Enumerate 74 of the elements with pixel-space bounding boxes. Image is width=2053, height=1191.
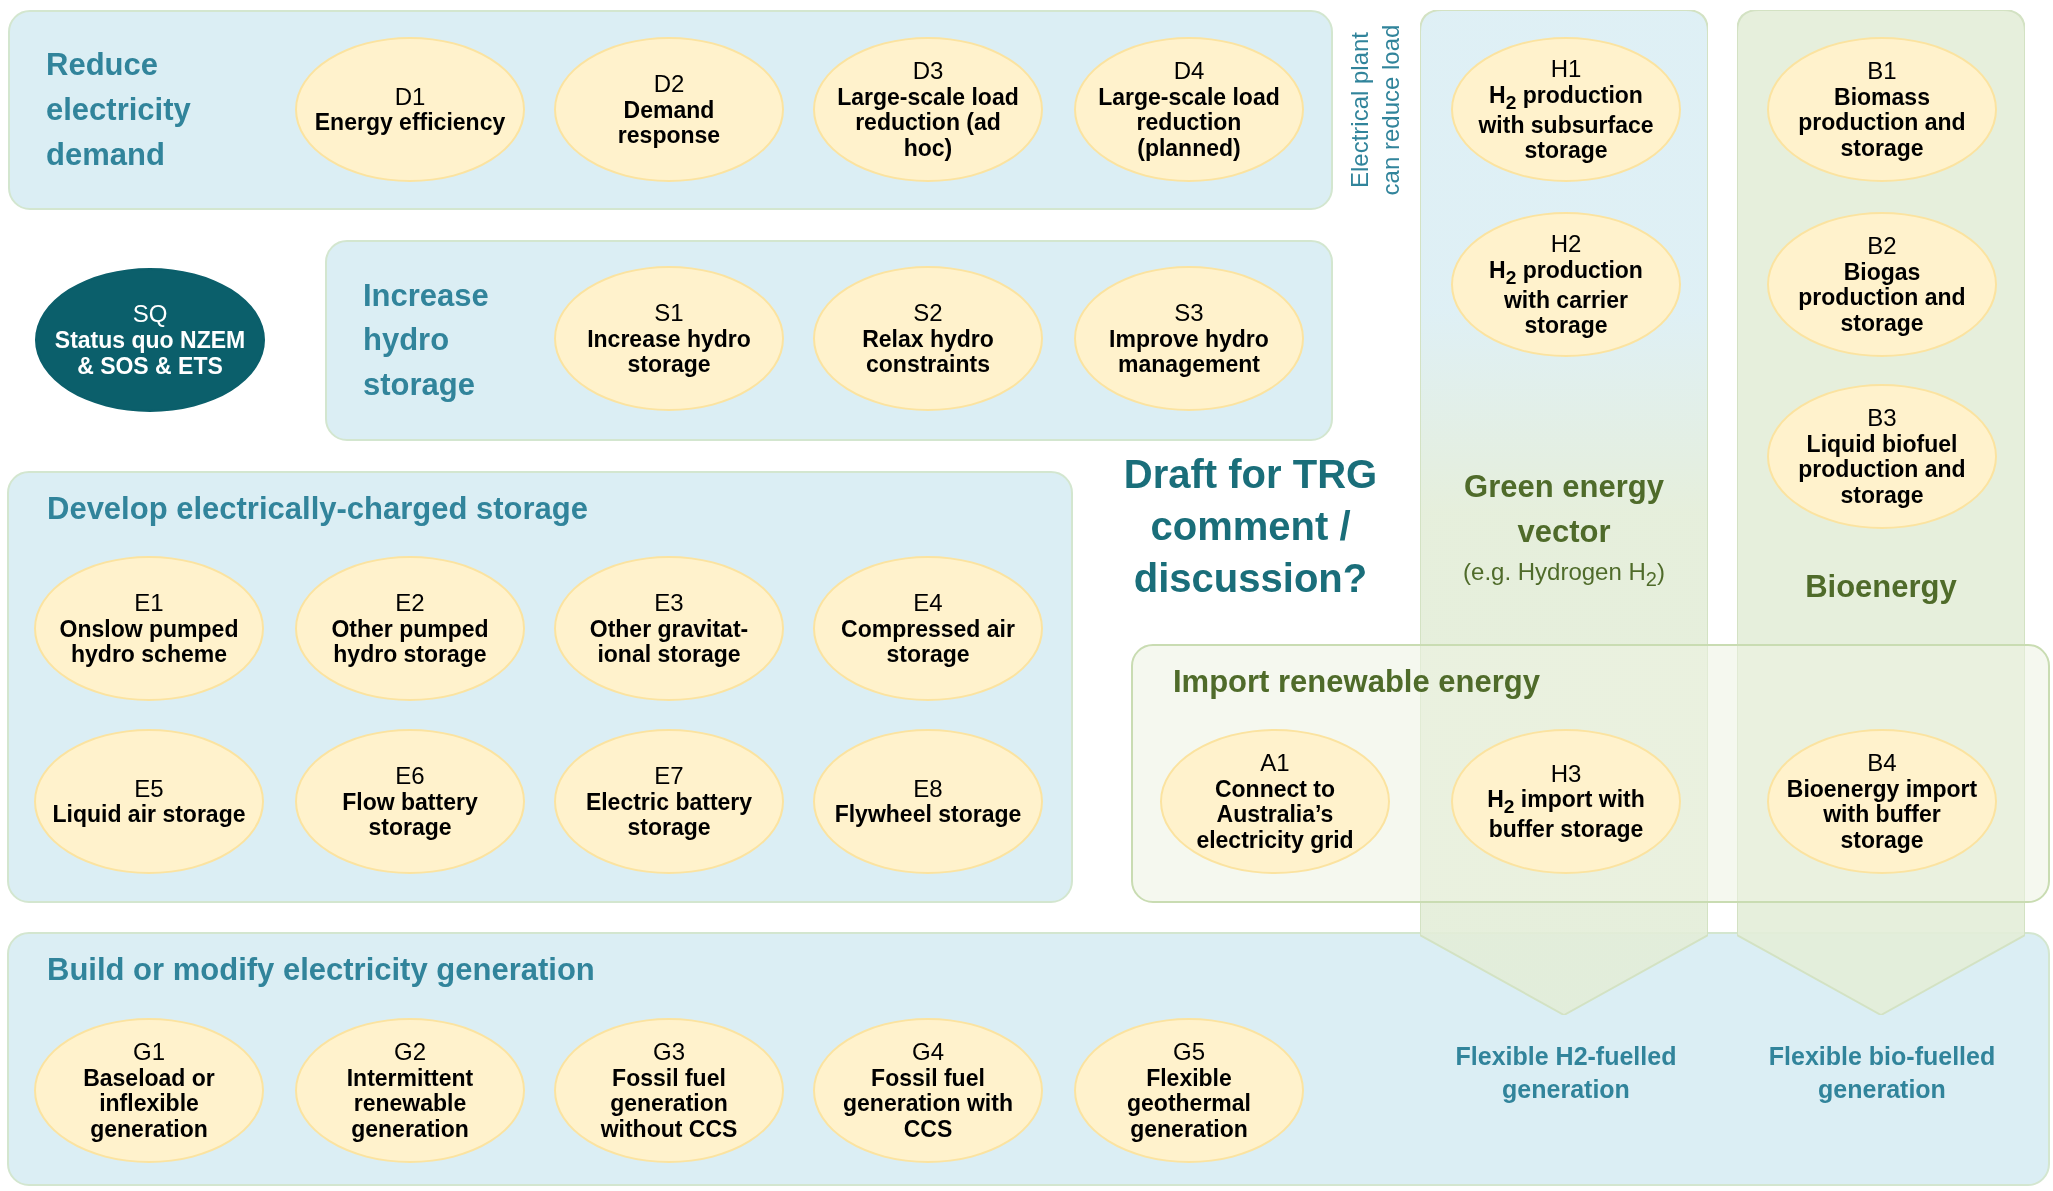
option-code: G3 — [653, 1038, 685, 1066]
option-code: D4 — [1173, 57, 1205, 85]
option-title: Fossil fuel generation without CCS — [599, 1065, 739, 1143]
group-panel — [7, 471, 1073, 903]
option-code: G4 — [912, 1038, 944, 1066]
option-title: Other gravitat- ional storage — [588, 616, 750, 669]
option-code: H2 — [1550, 229, 1582, 258]
option-title: Baseload or inflexible generation — [82, 1065, 216, 1143]
option-code: S1 — [654, 298, 684, 327]
option-title: Liquid air storage — [51, 802, 247, 829]
column-heading: Green energy vector — [1463, 468, 1665, 551]
option-title: Relax hydro constraints — [861, 326, 995, 379]
option-title: Energy efficiency — [313, 110, 507, 137]
option-title: Large-scale load reduction (ad hoc) — [836, 84, 1020, 162]
option-code: E8 — [913, 774, 943, 803]
option-title: Intermittent renewable generation — [345, 1065, 475, 1143]
option-title: Large-scale load reduction (planned) — [1097, 84, 1281, 162]
option-title: Onslow pumped hydro scheme — [58, 616, 240, 669]
option-code: D1 — [394, 82, 426, 111]
side-note: Electrical plant can reduce load — [1345, 23, 1406, 198]
option-code: D3 — [912, 57, 944, 85]
option-code: E4 — [913, 588, 943, 617]
option-code: E5 — [134, 774, 164, 803]
option-title: Connect to Australia’s electricity grid — [1195, 776, 1355, 854]
group-panel — [7, 932, 2050, 1186]
option-title: Improve hydro management — [1108, 326, 1270, 379]
option-code: E2 — [395, 588, 425, 617]
column-heading: Bioenergy — [1804, 568, 1958, 606]
option-title: Biogas production and storage — [1797, 259, 1967, 337]
option-code: G2 — [394, 1038, 426, 1066]
option-title: H$_{2}$ import with buffer storage — [1486, 787, 1646, 844]
option-title: Compressed air storage — [840, 616, 1016, 669]
option-title: H$_{2}$ production with subsurface storage — [1477, 82, 1655, 165]
option-title: Electric battery storage — [584, 789, 754, 842]
option-title: Demand response — [616, 97, 722, 150]
option-title: H$_{2}$ production with carrier storage — [1488, 257, 1644, 340]
option-code: H3 — [1550, 759, 1582, 788]
option-code: D2 — [653, 69, 685, 98]
option-title: Other pumped hydro storage — [330, 616, 490, 669]
option-title: Bioenergy import with buffer storage — [1785, 776, 1979, 854]
panel-heading: Reduce electricity demand — [46, 45, 192, 174]
option-code: G1 — [133, 1038, 165, 1066]
column-subheading: (e.g. Hydrogen H$_{2}$) — [1462, 556, 1666, 592]
option-code: SQ — [132, 300, 168, 329]
option-title: Fossil fuel generation with CCS — [842, 1065, 1014, 1143]
option-code: A1 — [1260, 749, 1290, 777]
output-label: Flexible bio-fuelled generation — [1767, 1041, 1997, 1105]
option-title: Increase hydro storage — [586, 326, 752, 379]
option-code: B2 — [1867, 232, 1897, 260]
output-label: Flexible H2-fuelled generation — [1454, 1041, 1678, 1105]
option-code: E6 — [395, 761, 425, 790]
option-code: E7 — [654, 761, 684, 790]
option-title: Biomass production and storage — [1797, 84, 1967, 162]
option-code: S2 — [913, 298, 943, 327]
option-code: S3 — [1174, 298, 1204, 327]
option-title: Flexible geothermal generation — [1126, 1065, 1252, 1143]
draft-note: Draft for TRG comment / discussion? — [1122, 451, 1379, 602]
option-code: B1 — [1867, 57, 1897, 85]
group-panel — [325, 240, 1333, 441]
option-title: Flow battery storage — [341, 789, 479, 842]
panel-heading: Import renewable energy — [1173, 663, 1540, 701]
option-code: B4 — [1867, 749, 1897, 777]
option-title: Status quo NZEM & SOS & ETS — [53, 328, 247, 380]
option-title: Liquid biofuel production and storage — [1797, 431, 1967, 509]
option-title: Flywheel storage — [833, 802, 1023, 829]
option-code: G5 — [1173, 1038, 1205, 1066]
panel-heading: Build or modify electricity generation — [47, 951, 595, 989]
option-code: H1 — [1550, 54, 1582, 83]
group-panel — [8, 10, 1333, 210]
option-code: E3 — [654, 588, 684, 617]
panel-heading: Develop electrically-charged storage — [47, 490, 588, 528]
option-code: E1 — [134, 588, 164, 617]
option-code: B3 — [1867, 404, 1897, 432]
panel-heading: Increase hydro storage — [363, 276, 490, 404]
